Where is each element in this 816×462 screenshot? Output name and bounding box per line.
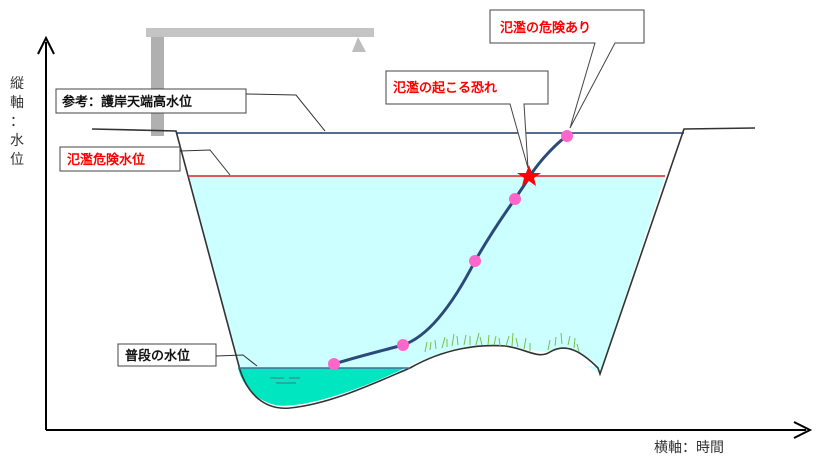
channel-outline	[91, 127, 756, 410]
reference-label: 参考：護岸天端高水位	[55, 88, 326, 132]
danger-label: 氾濫危険水位	[59, 146, 231, 176]
curve-markers	[328, 130, 573, 370]
y-axis-label-char: 軸	[10, 95, 24, 111]
x-axis-label: 横軸：時間	[654, 440, 724, 456]
y-axis-arrow-icon	[37, 35, 55, 55]
normal-label: 普段の水位	[117, 343, 258, 367]
overflow-callout: 氾濫の危険あり	[489, 9, 645, 129]
y-axis-label-char: 縦	[10, 76, 24, 92]
axes	[37, 35, 813, 439]
reference-label-text: 参考：護岸天端高水位	[62, 94, 192, 110]
overflow-callout-text: 氾濫の危険あり	[500, 20, 591, 36]
x-axis-arrow-icon	[793, 421, 813, 439]
y-axis-label-char: 位	[10, 152, 24, 168]
normal-label-text: 普段の水位	[125, 348, 190, 364]
danger-label-text: 氾濫危険水位	[67, 152, 145, 168]
curve-point	[561, 130, 573, 142]
grass-icon	[424, 332, 580, 353]
y-axis-label: 縦軸 ： 水位	[10, 76, 24, 168]
normal-water	[238, 368, 405, 406]
curve-point	[328, 358, 340, 370]
curve-point	[469, 255, 481, 267]
y-axis-label-char: ：	[10, 114, 24, 130]
curve-point	[397, 339, 409, 351]
risk-callout: 氾濫の起こる恐れ	[385, 70, 549, 169]
curve-point	[509, 193, 521, 205]
star-icon	[517, 165, 541, 186]
signal-pole-icon	[146, 28, 374, 136]
risk-callout-text: 氾濫の起こる恐れ	[393, 80, 497, 96]
svg-text:縦軸：水位: 縦軸 ： 水位	[10, 76, 24, 168]
y-axis-label-char: 水	[10, 133, 24, 149]
river-water	[188, 176, 665, 395]
water-ripple-icon	[270, 377, 300, 384]
